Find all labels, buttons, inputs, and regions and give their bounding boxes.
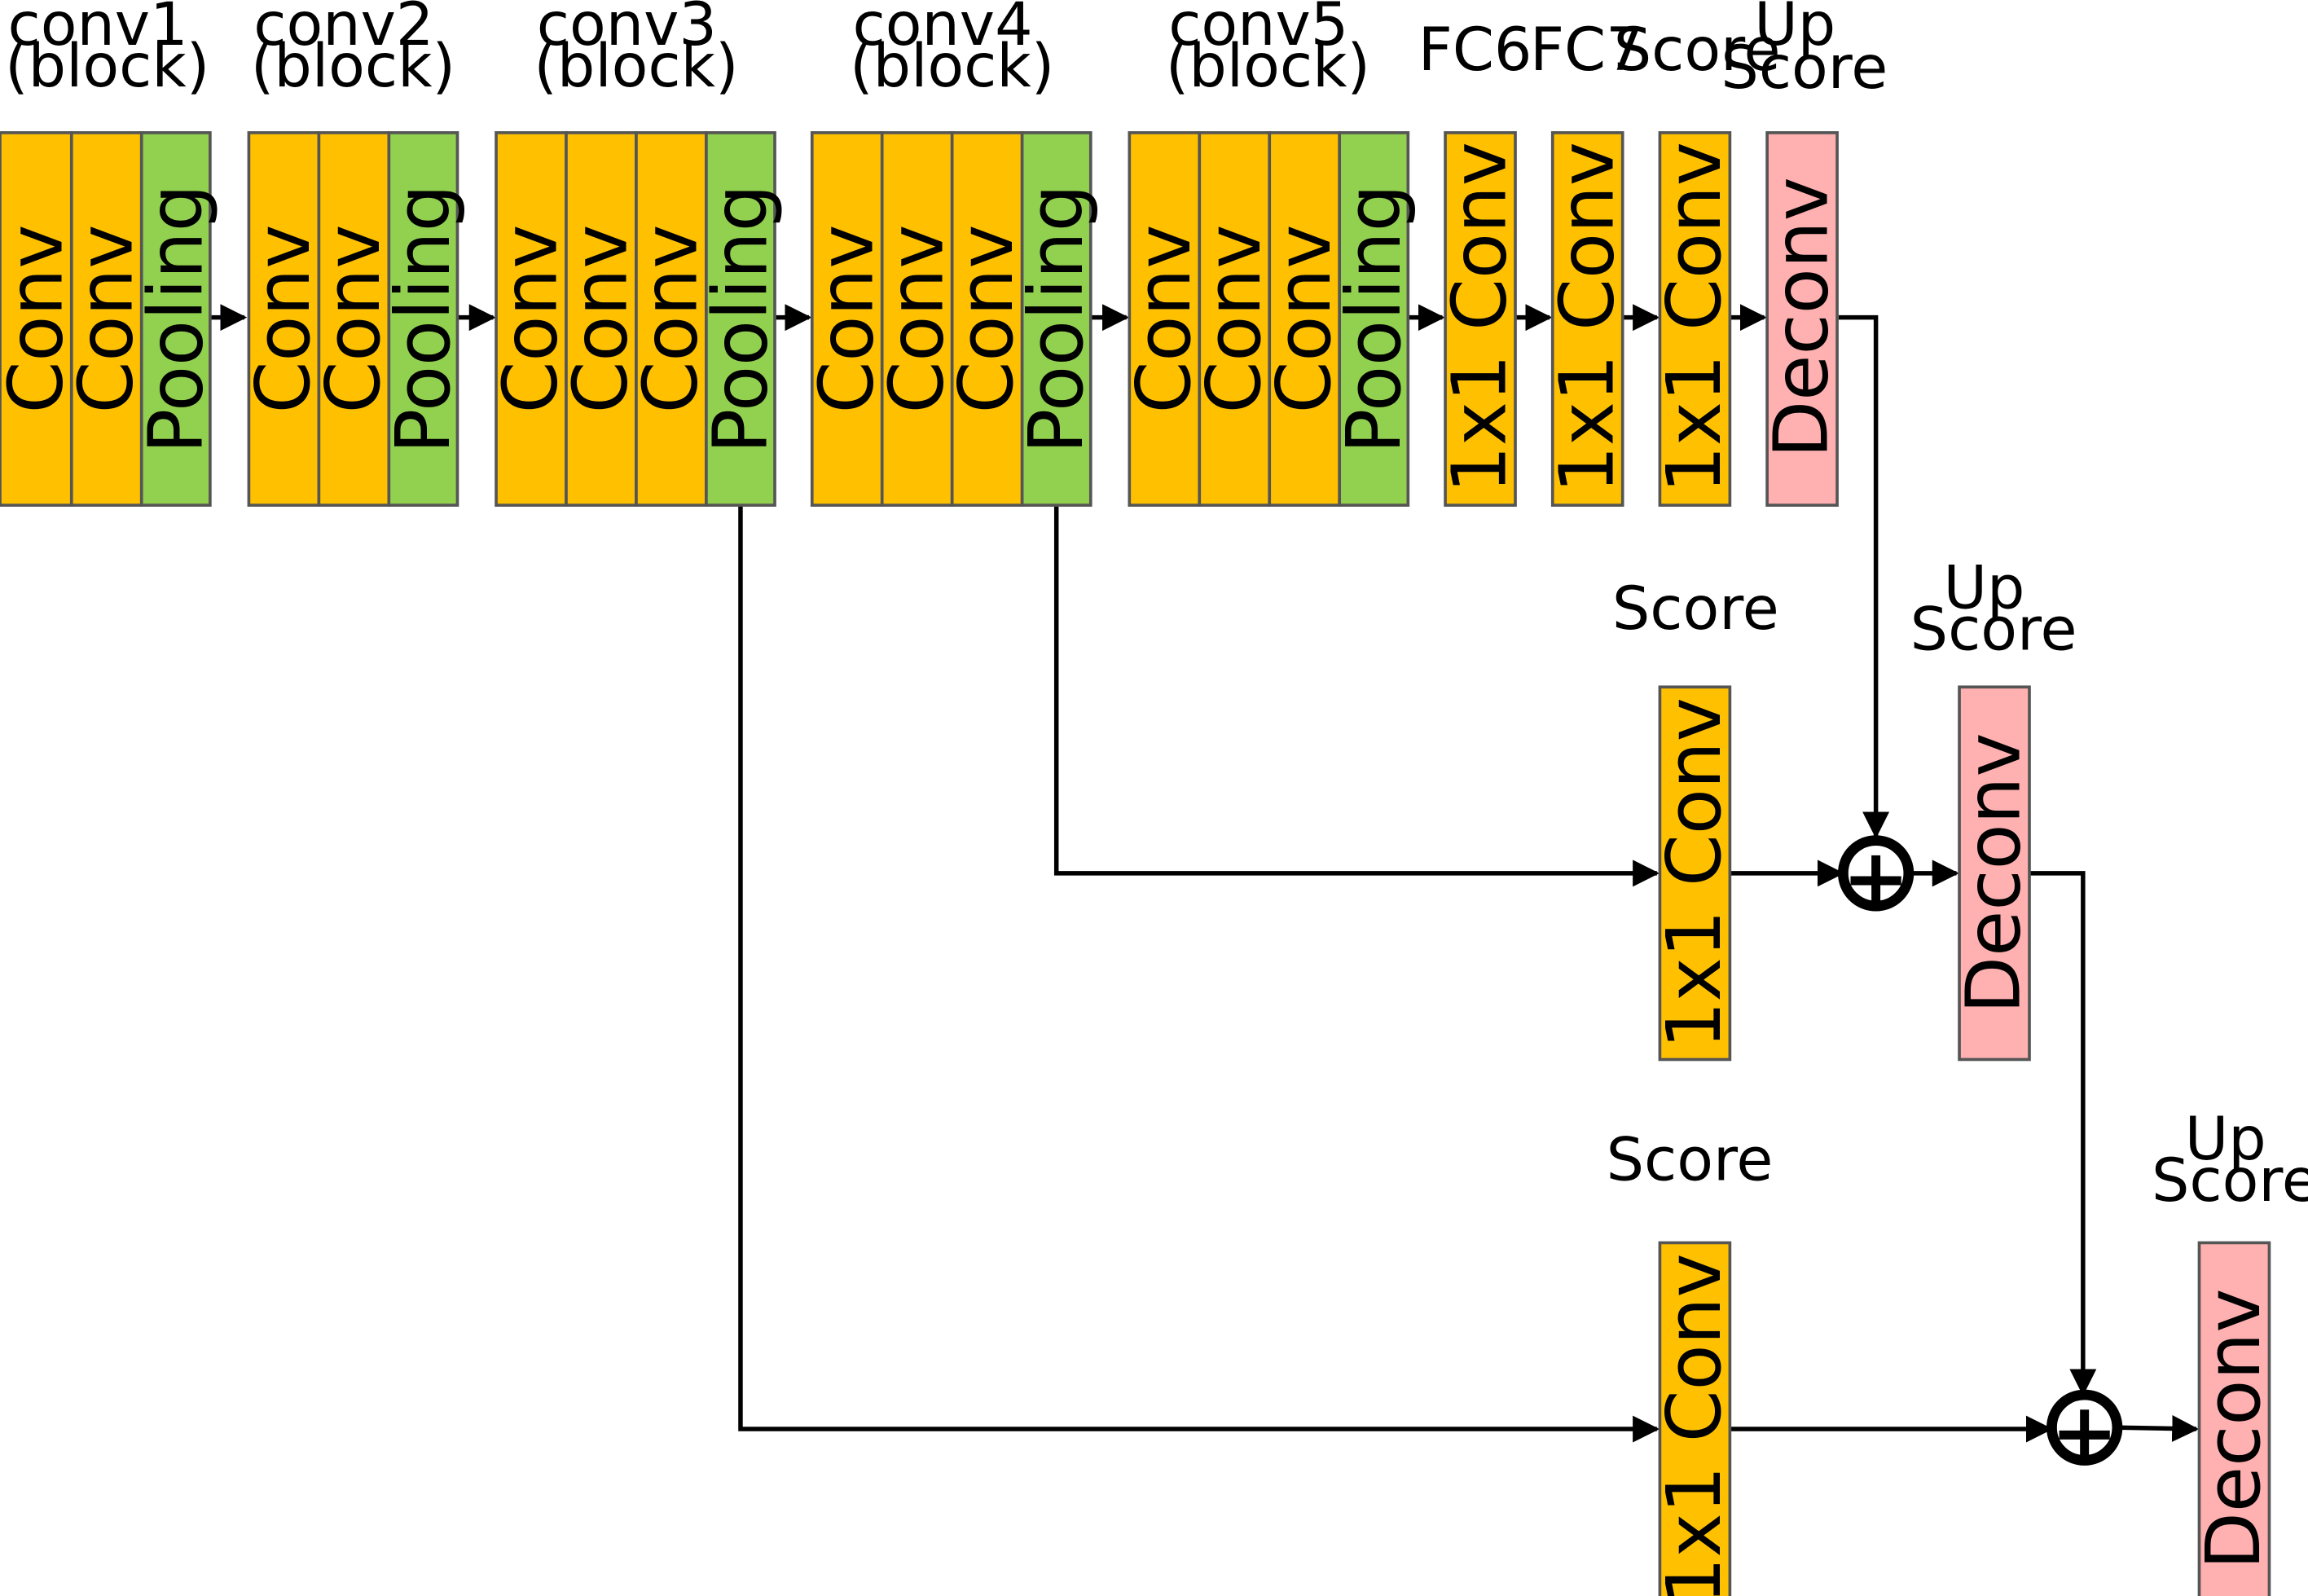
upscore-bot-header: Up Score (2152, 1105, 2308, 1216)
layer-label: Conv (310, 225, 397, 414)
conv3-block: Conv Conv Conv Pooling (487, 131, 784, 507)
layer-label: Pooling (697, 184, 784, 454)
edge-upscore-to-sum1 (1838, 314, 1890, 839)
layer-label: Pooling (132, 184, 219, 454)
fc6-header: FC6 (1418, 15, 1532, 85)
conv1-header: conv1 (block) (5, 0, 209, 101)
layer-label: Deconv (1758, 177, 1845, 458)
fc6-layer: 1x1 Conv (1436, 131, 1523, 507)
upscore-bot-layer: Deconv (2190, 1241, 2277, 1596)
layer-label: Pooling (1330, 184, 1418, 454)
layer-label: Conv (943, 225, 1030, 414)
upscore-top-header: Up Score (1721, 0, 1888, 103)
layer-label: Conv (487, 225, 574, 414)
edge-sum2-to-deconv-bot (2118, 1415, 2200, 1442)
upscore-mid-layer: Deconv (1950, 685, 2038, 1062)
layer-label: 1x1 Conv (1436, 142, 1523, 493)
conv1-block: Conv Conv Pooling (0, 131, 219, 507)
layer-label: 1x1 Conv (1651, 142, 1738, 493)
conv2-header: conv2 (block) (251, 0, 455, 101)
fc7-layer: 1x1 Conv (1543, 131, 1630, 507)
conv2-block: Conv Conv Pooling (240, 131, 467, 507)
layer-label: Conv (627, 225, 714, 414)
layer-label: Pooling (1013, 184, 1100, 454)
conv4-block: Conv Conv Conv Pooling (802, 131, 1100, 507)
score-top-header: Score (1614, 15, 1781, 85)
conv4-header: conv4 (block) (850, 0, 1054, 101)
layer-label: Conv (557, 225, 644, 414)
layer-label: 1x1 Conv (1651, 1253, 1738, 1596)
conv5-header: conv5 (block) (1166, 0, 1370, 101)
edges (209, 304, 2200, 1443)
layer-label: 1x1 Conv (1543, 142, 1630, 493)
header-labels: conv1 (block) conv2 (block) conv3 (block… (5, 0, 2308, 1216)
layer-label: Conv (873, 225, 960, 414)
sum-node-2 (2046, 1389, 2123, 1466)
sum-node-1 (1837, 835, 1915, 912)
conv3-header: conv3 (block) (534, 0, 738, 101)
upscore-mid-header: Up Score (1910, 553, 2077, 664)
score-bot-header: Score (1607, 1126, 1774, 1195)
conv5-block: Conv Conv Conv Pooling (1120, 131, 1418, 507)
fc7-header: FC7 (1530, 15, 1644, 85)
layer-label: Conv (62, 225, 149, 414)
edge-pool3-skip (738, 505, 1660, 1443)
score-top-layer: 1x1 Conv (1651, 131, 1738, 507)
score-bot-layer: 1x1 Conv (1651, 1241, 1738, 1596)
score-mid-header: Score (1612, 574, 1779, 644)
score-mid-layer: 1x1 Conv (1651, 685, 1738, 1062)
layer-label: Conv (1260, 225, 1347, 414)
layer-label: 1x1 Conv (1651, 697, 1738, 1049)
layer-label: Deconv (2190, 1289, 2277, 1570)
layer-label: Conv (0, 225, 79, 414)
edge-deconv-mid-to-sum2 (2029, 871, 2097, 1396)
layer-label: Conv (802, 225, 890, 414)
edge-pool4-skip (1053, 505, 1660, 887)
layer-label: Conv (240, 225, 327, 414)
layer-label: Pooling (380, 184, 467, 454)
layer-label: Deconv (1950, 732, 2038, 1013)
upscore-top-layer: Deconv (1758, 131, 1845, 507)
layer-label: Conv (1190, 225, 1277, 414)
layer-label: Conv (1120, 225, 1207, 414)
